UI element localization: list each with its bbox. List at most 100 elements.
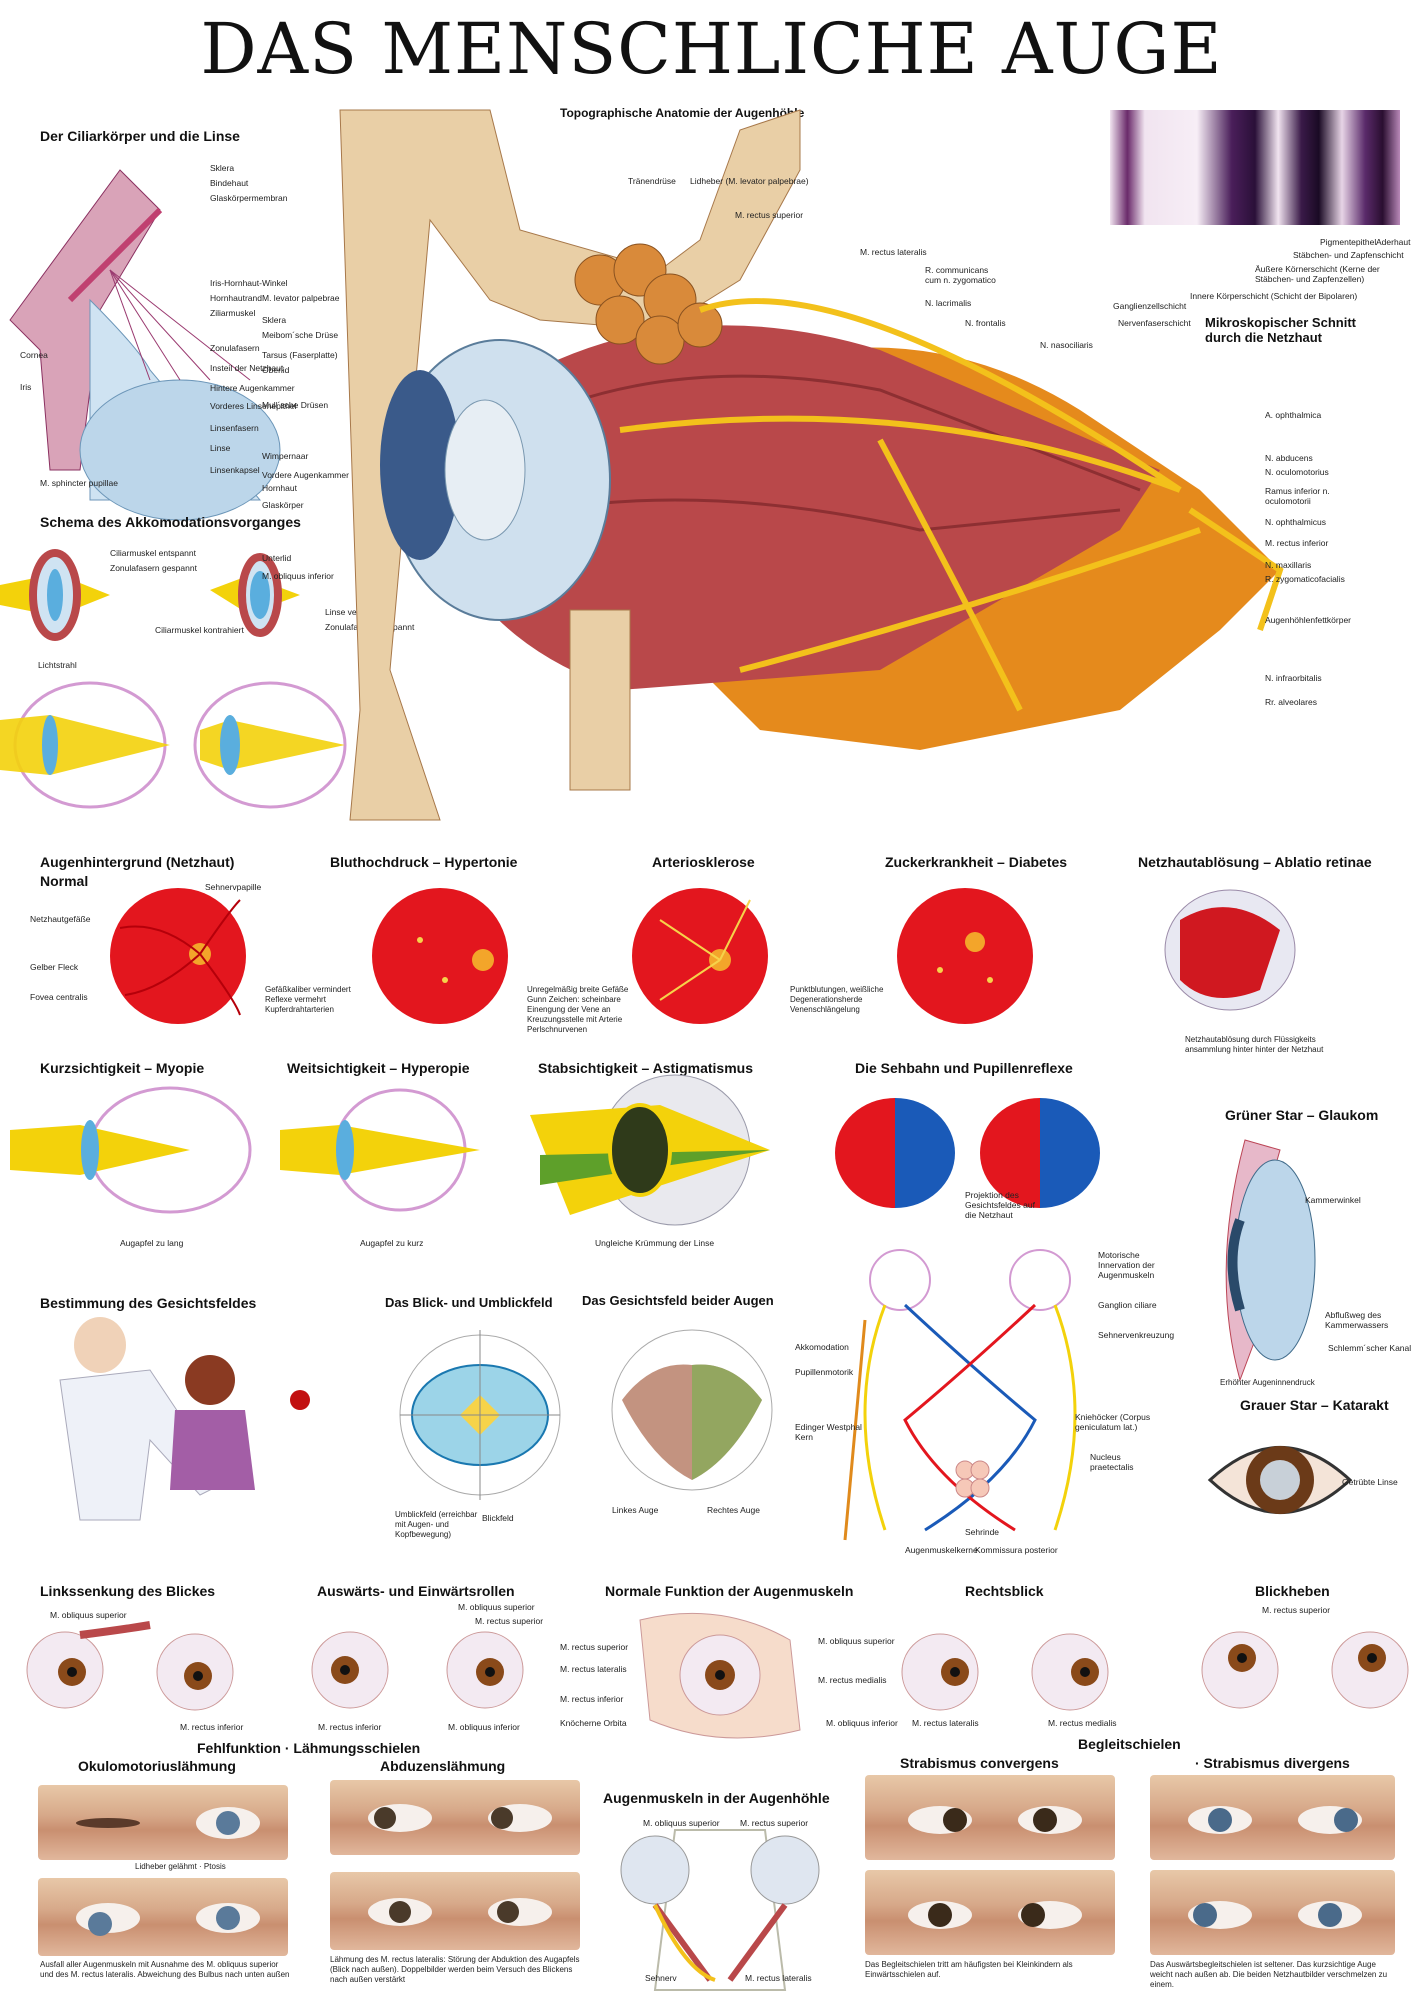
sehbahn-visual-field-left (835, 1098, 955, 1208)
sehbahn-label-edinger: Edinger Westphal Kern (795, 1422, 862, 1442)
fundus-label-papille: Sehnervpapille (205, 882, 262, 892)
glaukom-label-abfluss: Abflußweg des Kammerwassers (1325, 1310, 1389, 1330)
gesichtsfeld-figure (59, 1317, 310, 1521)
glaukom-figure (1225, 1139, 1316, 1382)
topo-mid-label-1: M. rectus lateralis (860, 247, 927, 257)
netzhaut-label-3: Stäbchen- und Zapfenschicht (1293, 250, 1404, 260)
ciliar-label-sphincter: M. sphincter pupillae (40, 478, 118, 488)
netzhaut-title: Mikroskopischer Schnitt durch die Netzha… (1205, 315, 1356, 345)
fundus-hypertonie-disc (372, 888, 508, 1024)
gesichtsfeld2-label-rechts: Rechtes Auge (707, 1505, 760, 1515)
fundus-ablatio-title: Netzhautablösung – Ablatio retinae (1138, 854, 1372, 870)
akkommodation-title: Schema des Akkomodationsvorganges (40, 514, 301, 530)
fundus-label-fovea: Fovea centralis (30, 992, 88, 1002)
akk-label-2: Zonulafasern gespannt (110, 563, 197, 573)
abduzens-photo-2 (330, 1872, 580, 1950)
muscle-2-label-3: M. rectus medialis (818, 1675, 887, 1685)
muscle-2-label-4: M. rectus inferior (560, 1694, 624, 1704)
topo-mid-label-2: R. communicans cum n. zygomatico (925, 265, 996, 285)
fundus-figures (110, 888, 1296, 1024)
sehbahn-label-projektion: Projektion des Gesichtsfeldes auf die Ne… (965, 1190, 1035, 1220)
muscle-linkssenkung-title: Linkssenkung des Blickes (40, 1583, 216, 1599)
augenhoehle-label-1: M. rectus superior (740, 1818, 809, 1828)
abduzens-caption: Lähmung des M. rectus lateralis: Störung… (330, 1955, 580, 1984)
blickfeld-label-blick: Blickfeld (482, 1513, 514, 1523)
sehbahn-label-ganglion: Ganglion ciliare (1098, 1300, 1157, 1310)
muscle-1-label-0: M. obliquus superior (458, 1602, 535, 1612)
fundus-hypertonie-caption: Gefäßkaliber vermindert Reflexe vermehrt… (265, 985, 351, 1014)
topo-mid-label-5: N. nasociliaris (1040, 340, 1093, 350)
glaukom-label-kammerwinkel: Kammerwinkel (1305, 1195, 1361, 1205)
akk-label-3: Ciliarmuskel kontrahiert (155, 625, 244, 635)
fundus-arterio-disc (632, 888, 768, 1024)
fundus-label-fleck: Gelber Fleck (30, 962, 79, 972)
divergens-photo-2 (1150, 1870, 1395, 1955)
okulo-caption-1: Lidheber gelähmt · Ptosis (135, 1862, 226, 1871)
sehbahn-visual-field-right (980, 1098, 1100, 1208)
sehbahn-label-sehrinde: Sehrinde (965, 1527, 1000, 1537)
netzhaut-label-2: Aderhaut (1376, 237, 1411, 247)
muscle-1-label-2: M. rectus inferior (318, 1722, 382, 1732)
gesichtsfeld2-label-links: Linkes Auge (612, 1505, 659, 1515)
glaukom-title: Grüner Star – Glaukom (1225, 1107, 1379, 1123)
fundus-ablatio-caption: Netzhautablösung durch Flüssigkeits ansa… (1185, 1035, 1324, 1054)
sehbahn-label-kommissura: Kommissura posterior (975, 1545, 1058, 1555)
muscle-0-label-1: M. rectus inferior (180, 1722, 244, 1732)
astigmatismus-eye (530, 1074, 770, 1226)
muscle-0-label-0: M. obliquus superior (50, 1610, 127, 1620)
fundus-ablatio-eye (1164, 889, 1296, 1011)
convergens-caption: Das Begleitschielen tritt am häufigsten … (865, 1960, 1073, 1979)
blickfeld-title: Das Blick- und Umblickfeld (385, 1295, 553, 1310)
augenhoehle-label-0: M. obliquus superior (643, 1818, 720, 1828)
sehbahn-title: Die Sehbahn und Pupillenreflexe (855, 1060, 1073, 1076)
fundus-diabetes-caption: Punktblutungen, weißliche Degenerationsh… (790, 985, 884, 1014)
netzhaut-label-4: Äußere Körnerschicht (Kerne der Stäbchen… (1255, 264, 1380, 284)
okulo-photo-1 (38, 1785, 288, 1860)
sehbahn-label-nucleus: Nucleus praetectalis (1090, 1452, 1134, 1472)
hyperopie-eye (280, 1088, 480, 1212)
augenhoehle-label-3: M. rectus lateralis (745, 1973, 812, 1983)
augenhoehle-label-2: Sehnerv (645, 1973, 677, 1983)
myopie-title: Kurzsichtigkeit – Myopie (40, 1060, 205, 1076)
poster-title: DAS MENSCHLICHE AUGE (200, 8, 1223, 90)
netzhaut-label-6: Ganglienzellschicht (1113, 301, 1187, 311)
blickfeld-label-umblick: Umblickfeld (erreichbar mit Augen- und K… (395, 1510, 478, 1539)
muscle-4-label-0: M. rectus superior (1262, 1605, 1331, 1615)
okulo-photo-2 (38, 1878, 288, 1956)
astigmatismus-caption: Ungleiche Krümmung der Linse (595, 1238, 715, 1248)
akkommodation-figure (0, 549, 347, 809)
augenhoehle-figure (620, 1829, 820, 1991)
augenhoehle-title: Augenmuskeln in der Augenhöhle (603, 1790, 830, 1806)
sehbahn-figure (835, 1098, 1100, 1541)
muscle-2-label-0: M. rectus superior (560, 1642, 629, 1652)
gesichtsfeld-title: Bestimmung des Gesichtsfeldes (40, 1295, 257, 1311)
myopie-eye (10, 1086, 252, 1214)
sehbahn-label-kniehoecker: Kniehöcker (Corpus geniculatum lat.) (1075, 1412, 1151, 1432)
convergens-title: Strabismus convergens (900, 1755, 1059, 1771)
abduzens-photo-1 (330, 1780, 580, 1855)
topo-top-label-3: M. rectus superior (735, 210, 804, 220)
muscle-2-label-6: M. obliquus inferior (826, 1718, 898, 1728)
topo-top-label-1: Tränendrüse (628, 176, 676, 186)
astigmatismus-title: Stabsichtigkeit – Astigmatismus (538, 1060, 753, 1076)
sehbahn-label-pupillenmotorik: Pupillenmotorik (795, 1367, 854, 1377)
ciliar-label-iris: Iris (20, 382, 32, 392)
sehbahn-label-akkomodation: Akkomodation (795, 1342, 849, 1352)
fundus-normal-disc (110, 888, 246, 1024)
fundus-diabetes-disc (897, 888, 1033, 1024)
sehbahn-label-motorisch: Motorische Innervation der Augenmuskeln (1098, 1250, 1155, 1280)
muscle-2-label-5: Knöcherne Orbita (560, 1718, 627, 1728)
katarakt-title: Grauer Star – Katarakt (1240, 1397, 1389, 1413)
convergens-photo-2 (865, 1870, 1115, 1955)
akk-label-1: Ciliarmuskel entspannt (110, 548, 196, 558)
fundus-diabetes-title: Zuckerkrankheit – Diabetes (885, 854, 1068, 870)
fundus-hypertonie-title: Bluthochdruck – Hypertonie (330, 854, 518, 870)
fundus-normal-title: Augenhintergrund (Netzhaut) (40, 854, 235, 870)
sehbahn-label-augenmuskelkerne: Augenmuskelkerne (905, 1545, 978, 1555)
okulo-caption-2: Ausfall aller Augenmuskeln mit Ausnahme … (40, 1960, 290, 1979)
myopie-caption: Augapfel zu lang (120, 1238, 184, 1248)
akk-label-6: Lichtstrahl (38, 660, 77, 670)
divergens-caption: Das Auswärtsbegleitschielen ist seltener… (1150, 1960, 1388, 1989)
netzhaut-micrograph (1110, 110, 1400, 225)
muscle-blickheben-title: Blickheben (1255, 1583, 1330, 1599)
